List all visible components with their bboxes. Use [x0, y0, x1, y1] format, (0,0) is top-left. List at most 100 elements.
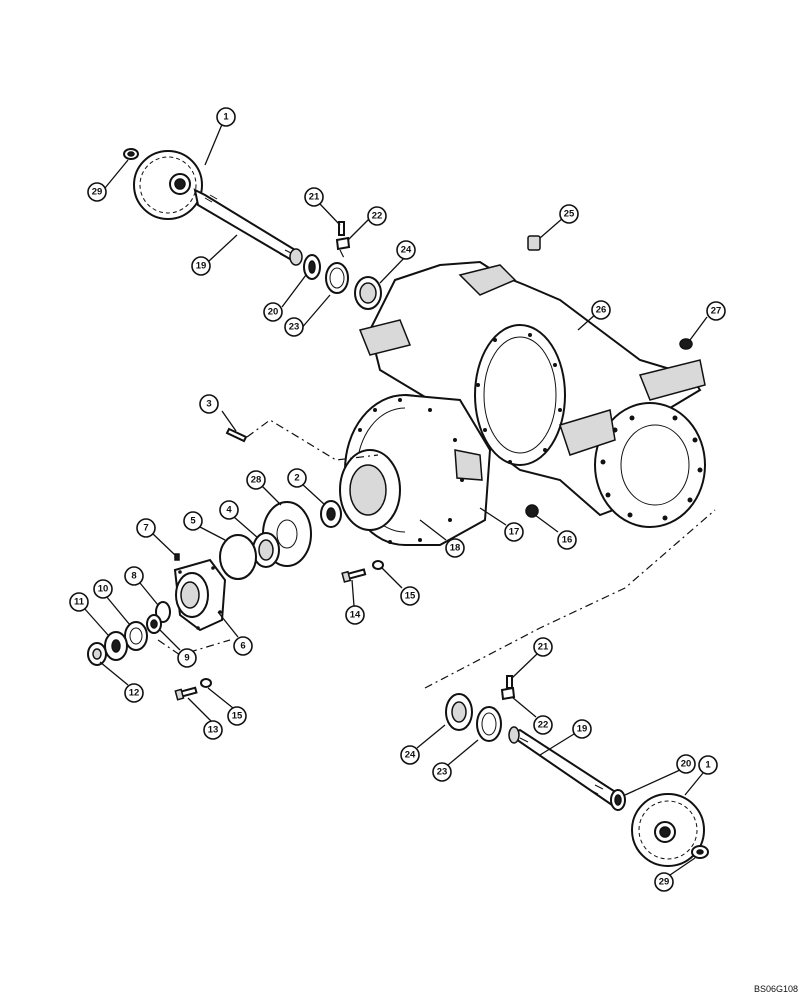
upper-sprocket: [133, 150, 203, 220]
callout-12: 12: [124, 683, 144, 703]
callout-21-upper: 21: [304, 187, 324, 207]
svg-text:15: 15: [405, 591, 416, 602]
callout-27: 27: [706, 301, 726, 321]
lower-axle-shaft: [508, 726, 622, 807]
lower-bracket-22: [500, 686, 516, 701]
svg-text:24: 24: [401, 245, 412, 256]
plug-16: [525, 504, 539, 518]
callout-15-upper: 15: [400, 586, 420, 606]
callout-9: 9: [177, 648, 197, 668]
centerline-bolt: [339, 249, 346, 261]
set-screw-7: [174, 553, 180, 561]
callout-8: 8: [124, 566, 144, 586]
lower-bolt-21: [506, 675, 513, 689]
callout-21-lower: 21: [533, 637, 553, 657]
callout-10: 10: [93, 579, 113, 599]
callout-23-lower: 23: [432, 762, 452, 782]
svg-text:15: 15: [232, 711, 243, 722]
svg-text:8: 8: [131, 571, 136, 582]
callout-15-lower: 15: [227, 706, 247, 726]
callout-26: 26: [591, 300, 611, 320]
svg-text:13: 13: [208, 725, 219, 736]
breather-25: [527, 235, 541, 251]
svg-text:22: 22: [372, 211, 383, 222]
ring-9: [146, 614, 162, 634]
svg-text:21: 21: [538, 642, 549, 653]
callout-18: 18: [445, 538, 465, 558]
callout-29-upper: 29: [87, 182, 107, 202]
lower-sprocket-washer: [691, 845, 709, 859]
leader-lines: [83, 121, 708, 876]
washer-15-upper: [372, 560, 384, 570]
callout-20-upper: 20: [263, 302, 283, 322]
washer-15-lower: [200, 678, 212, 688]
callout-24-upper: 24: [396, 240, 416, 260]
svg-text:14: 14: [350, 610, 361, 621]
bolt-14: [341, 568, 367, 583]
bolt-13: [174, 686, 198, 701]
svg-text:1: 1: [705, 760, 711, 771]
callout-5: 5: [183, 511, 203, 531]
callout-16: 16: [557, 530, 577, 550]
callout-19-lower: 19: [572, 719, 592, 739]
svg-text:23: 23: [437, 767, 448, 778]
svg-text:10: 10: [98, 584, 109, 595]
callout-17: 17: [504, 522, 524, 542]
centerline-pinion: [157, 639, 231, 656]
upper-bracket-22: [335, 236, 351, 251]
svg-text:9: 9: [184, 653, 189, 664]
centerline-upper: [246, 419, 379, 461]
svg-text:19: 19: [577, 724, 588, 735]
callout-23-upper: 23: [284, 317, 304, 337]
svg-text:21: 21: [309, 192, 320, 203]
upper-bolt-21: [338, 221, 345, 236]
upper-axle-shaft: [193, 188, 303, 266]
upper-seal-23: [325, 262, 349, 294]
svg-text:24: 24: [405, 750, 416, 761]
svg-text:27: 27: [711, 306, 722, 317]
callout-2: 2: [287, 468, 307, 488]
callout-11: 11: [69, 592, 89, 612]
bearing-4: [252, 532, 280, 568]
dowel-pin-3: [225, 427, 248, 443]
bearing-2: [320, 500, 342, 528]
svg-text:5: 5: [190, 516, 196, 527]
lower-sprocket: [631, 793, 705, 867]
callout-29-lower: 29: [654, 872, 674, 892]
svg-text:23: 23: [289, 322, 300, 333]
svg-text:25: 25: [564, 209, 575, 220]
callout-6: 6: [233, 636, 253, 656]
svg-text:29: 29: [659, 877, 670, 888]
figure-code: BS06G108: [753, 984, 798, 994]
callout-24-lower: 24: [400, 745, 420, 765]
upper-seal-20: [303, 254, 321, 280]
svg-text:11: 11: [74, 597, 85, 608]
svg-text:12: 12: [129, 688, 140, 699]
svg-text:16: 16: [562, 535, 573, 546]
svg-text:17: 17: [509, 527, 520, 538]
svg-text:1: 1: [223, 112, 229, 123]
o-ring-5: [219, 534, 257, 580]
callout-20-lower: 20: [676, 754, 696, 774]
lower-seal-20: [610, 789, 626, 811]
differential-carrier: [339, 394, 492, 546]
flange-10: [124, 621, 148, 651]
callout-3: 3: [199, 394, 219, 414]
svg-text:20: 20: [268, 307, 279, 318]
callout-22-lower: 22: [533, 715, 553, 735]
svg-text:3: 3: [206, 399, 211, 410]
svg-text:22: 22: [538, 720, 549, 731]
callout-7: 7: [136, 518, 156, 538]
plug-27: [679, 338, 693, 350]
nut-12: [87, 642, 107, 666]
svg-text:20: 20: [681, 759, 692, 770]
svg-text:26: 26: [596, 305, 607, 316]
svg-text:7: 7: [143, 523, 148, 534]
lower-bearing-24: [445, 693, 473, 731]
lower-seal-23: [476, 706, 502, 742]
callout-28: 28: [246, 470, 266, 490]
svg-text:6: 6: [240, 641, 245, 652]
svg-text:2: 2: [294, 473, 299, 484]
svg-text:19: 19: [196, 261, 207, 272]
